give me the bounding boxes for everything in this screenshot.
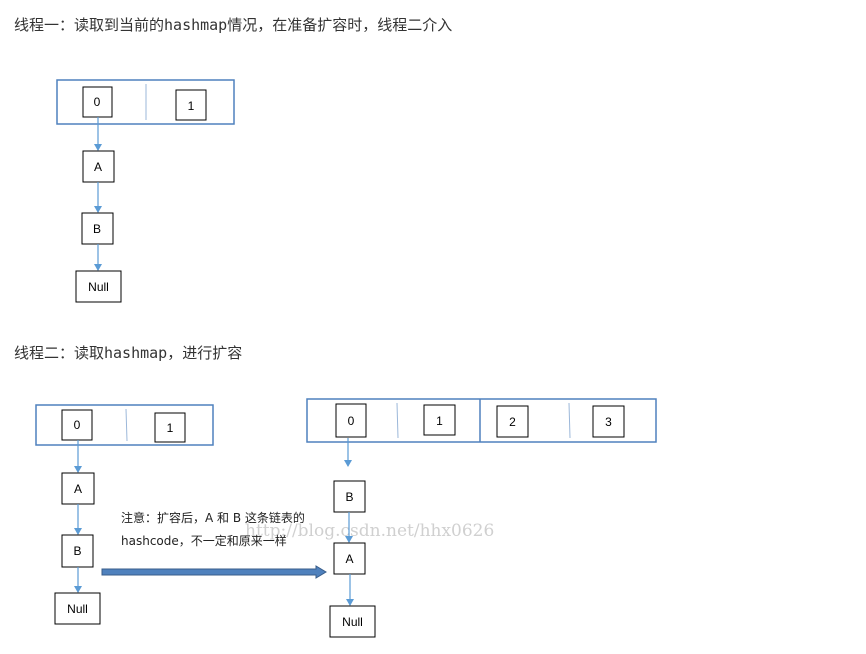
diagram3-hashmap: 0 1 2 3 B A Null (306, 398, 657, 638)
diagram3-bucket-1: 1 (423, 404, 456, 436)
diagram3-bucket-0: 0 (335, 403, 367, 438)
svg-text:B: B (93, 222, 101, 236)
diagram2-hashmap: 0 1 A B Null (35, 404, 214, 625)
note-line2: hashcode，不一定和原来一样 (121, 533, 287, 548)
diagram2-node-b: B (61, 534, 94, 568)
diagram3-bucket-2: 2 (496, 405, 529, 438)
svg-text:3: 3 (605, 415, 612, 429)
diagram3-node-b: B (333, 480, 366, 513)
svg-text:Null: Null (67, 602, 88, 616)
svg-text:A: A (345, 552, 353, 566)
bucket-divider (125, 408, 128, 442)
svg-text:B: B (73, 544, 81, 558)
diagram3-bucket-3: 3 (592, 405, 625, 438)
diagram2-bucket-1: 1 (154, 412, 186, 443)
svg-text:A: A (94, 160, 102, 174)
bucket-divider (396, 402, 399, 439)
svg-text:0: 0 (74, 418, 81, 432)
svg-text:Null: Null (342, 615, 363, 629)
svg-text:1: 1 (188, 99, 195, 113)
diagram1-bucket-1: 1 (175, 89, 207, 121)
bucket-divider (568, 402, 571, 439)
svg-text:B: B (345, 490, 353, 504)
thread1-heading: 线程一：读取到当前的hashmap情况，在准备扩容时，线程二介入 (14, 16, 453, 34)
diagram3-node-null: Null (329, 605, 376, 638)
svg-text:1: 1 (436, 414, 443, 428)
diagram2-node-null: Null (54, 592, 101, 625)
diagram2-node-a: A (61, 472, 95, 505)
svg-text:1: 1 (167, 421, 174, 435)
diagram1-hashmap: 0 1 A B Null (56, 79, 235, 303)
diagram3-node-a: A (333, 542, 366, 575)
svg-text:Null: Null (88, 280, 109, 294)
diagram1-node-a: A (82, 150, 115, 183)
diagram1-node-null: Null (75, 270, 122, 303)
svg-text:2: 2 (509, 415, 516, 429)
thread2-heading: 线程二：读取hashmap，进行扩容 (14, 344, 243, 362)
svg-text:0: 0 (94, 95, 101, 109)
svg-text:A: A (74, 482, 82, 496)
note-line1: 注意：扩容后，A 和 B 这条链表的 (121, 510, 305, 525)
diagram1-node-b: B (81, 212, 114, 245)
svg-text:0: 0 (348, 414, 355, 428)
watermark: http://blog.csdn.net/hhx0626 (245, 521, 494, 541)
diagram1-bucket-0: 0 (82, 86, 113, 118)
diagram2-bucket-0: 0 (61, 409, 93, 441)
resize-transition-arrow (101, 565, 327, 579)
